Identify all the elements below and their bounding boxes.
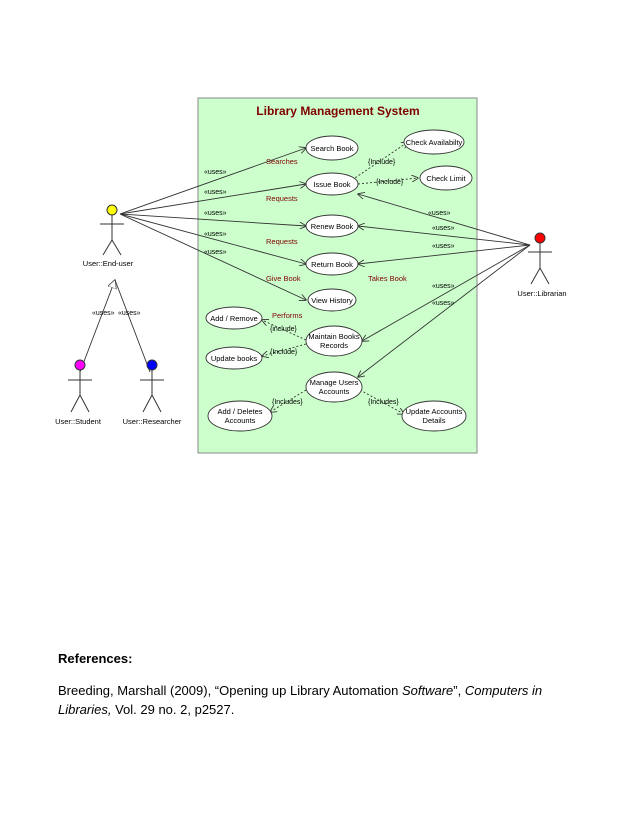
reference-text-1: Breeding, Marshall (2009), “Opening up L…	[58, 683, 402, 698]
label-add-remove: Add / Remove	[210, 314, 258, 323]
label-maintain-books-1: Maintain Books	[308, 332, 360, 341]
system-title: Library Management System	[256, 104, 419, 118]
references-section: References: Breeding, Marshall (2009), “…	[58, 649, 598, 719]
include-label-3: {include}	[270, 326, 298, 333]
generalization-researcher	[114, 279, 151, 373]
uses-label-6: «uses»	[428, 210, 451, 217]
use-case-add-remove	[205, 306, 263, 330]
label-add-deletes-1: Add / Deletes	[217, 407, 262, 416]
label-return-book: Return Book	[311, 260, 353, 269]
references-heading: References:	[58, 651, 133, 666]
use-case-manage-users	[305, 371, 363, 403]
use-case-view-history	[307, 288, 357, 312]
label-check-availability: Check Availabilty	[406, 138, 463, 147]
use-case-issue-book	[305, 172, 359, 196]
assoc-librarian-renew	[358, 226, 531, 246]
uses-label-11: «uses»	[92, 310, 115, 317]
actor-label-researcher: User::Researcher	[123, 417, 182, 426]
label-renew-book: Renew Book	[311, 222, 354, 231]
reference-text-3: Vol. 29 no. 2, p2527.	[111, 702, 235, 717]
include-label-1: {Include}	[368, 159, 396, 166]
use-case-search-book	[305, 135, 359, 161]
label-takes-book: Takes Book	[368, 274, 407, 283]
label-searches: Searches	[266, 157, 298, 166]
uses-label-1: «uses»	[204, 169, 227, 176]
label-update-accounts-2: Details	[423, 416, 446, 425]
includes-label-2: {Includes}	[368, 399, 399, 406]
uses-label-8: «uses»	[432, 243, 455, 250]
label-search-book: Search Book	[311, 144, 354, 153]
assoc-librarian-issue	[358, 194, 531, 246]
generalization-student	[79, 280, 115, 373]
assoc-librarian-manage	[358, 244, 531, 377]
actor-student	[68, 359, 92, 413]
uses-label-4: «uses»	[204, 231, 227, 238]
label-update-books: Update books	[211, 354, 258, 363]
reference-text-2: ”,	[453, 683, 465, 698]
include-manage-add	[270, 389, 307, 412]
use-case-renew-book	[305, 214, 359, 238]
label-issue-book: Issue Book	[313, 180, 350, 189]
uses-label-7: «uses»	[432, 225, 455, 232]
label-requests-2: Requests	[266, 237, 298, 246]
include-label-2: {Include}	[376, 179, 404, 186]
actor-label-end-user: User::End-user	[83, 259, 134, 268]
assoc-enduser-return	[119, 213, 306, 264]
label-add-deletes-2: Accounts	[225, 416, 256, 425]
assoc-librarian-maintain	[362, 244, 531, 341]
label-give-book: Give Book	[266, 274, 301, 283]
includes-label-1: {Includes}	[272, 399, 303, 406]
actor-label-librarian: User::Librarian	[517, 289, 566, 298]
use-case-check-limit	[419, 165, 473, 191]
assoc-enduser-renew	[119, 213, 306, 226]
uses-label-3: «uses»	[204, 210, 227, 217]
include-maintain-add	[262, 320, 307, 341]
assoc-enduser-history	[119, 213, 306, 300]
reference-italic-2: Computers in Libraries,	[58, 683, 543, 717]
include-search-availability	[351, 142, 408, 181]
uses-label-9: «uses»	[432, 283, 455, 290]
label-check-limit: Check Limit	[426, 174, 466, 183]
actor-researcher	[140, 359, 164, 413]
label-view-history: View History	[311, 296, 353, 305]
label-maintain-books-2: Records	[320, 341, 348, 350]
reference-entry: Breeding, Marshall (2009), “Opening up L…	[58, 681, 598, 719]
use-case-return-book	[305, 252, 359, 276]
label-performs: Performs	[272, 311, 303, 320]
label-update-accounts-1: Update Accounts	[406, 407, 463, 416]
label-manage-users-2: Accounts	[319, 387, 350, 396]
include-label-4: {Include}	[270, 349, 298, 356]
use-case-add-deletes	[207, 400, 273, 432]
uses-label-5: «uses»	[204, 249, 227, 256]
assoc-enduser-search	[119, 148, 306, 215]
use-case-update-books	[205, 346, 263, 370]
use-case-update-accounts	[401, 400, 467, 432]
use-case-check-availability	[403, 129, 465, 155]
use-case-maintain-books	[305, 325, 363, 357]
actor-librarian	[528, 232, 552, 285]
actor-end-user	[100, 204, 124, 256]
uses-label-12: «uses»	[118, 310, 141, 317]
include-manage-update	[359, 389, 404, 414]
reference-italic-1: Software	[401, 683, 454, 698]
actor-label-student: User::Student	[55, 417, 102, 426]
label-manage-users-1: Manage Users	[310, 378, 359, 387]
assoc-librarian-return	[358, 244, 531, 264]
uses-label-10: «uses»	[432, 300, 455, 307]
uses-label-2: «uses»	[204, 189, 227, 196]
use-case-diagram: Library Management System	[55, 97, 567, 454]
label-requests-1: Requests	[266, 194, 298, 203]
assoc-enduser-issue	[119, 184, 306, 215]
